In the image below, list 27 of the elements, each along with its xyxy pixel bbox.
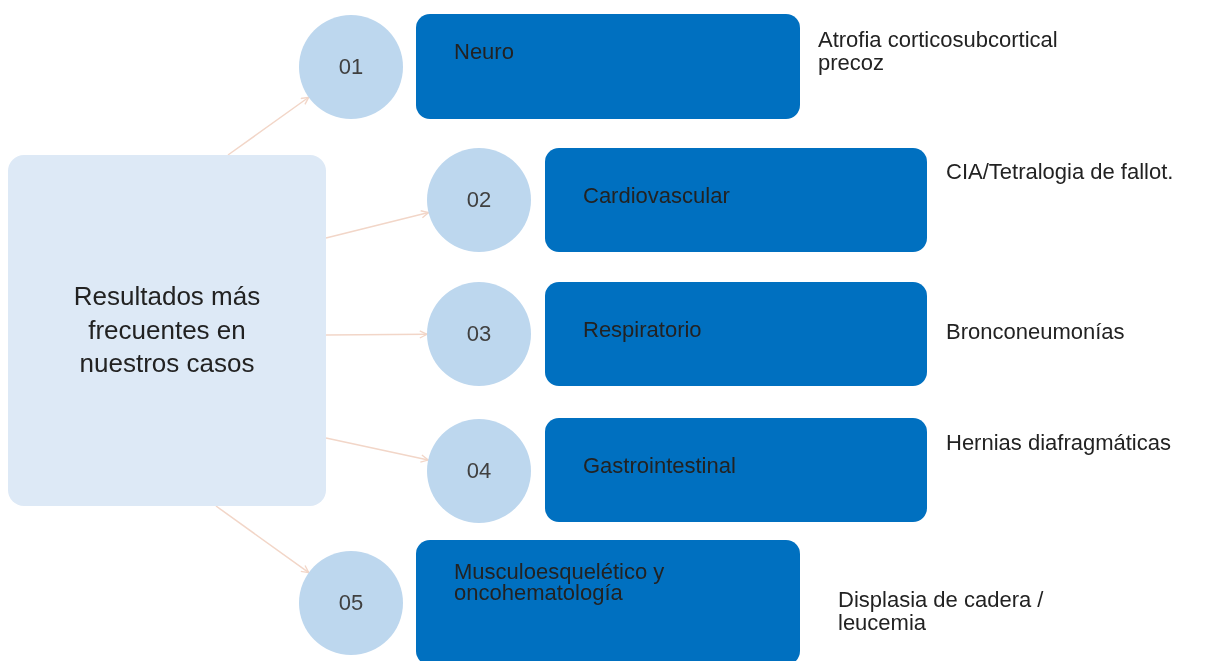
category-label: Respiratorio	[583, 319, 702, 341]
category-label: Cardiovascular	[583, 185, 730, 207]
category-box	[416, 14, 800, 119]
step-number: 02	[466, 187, 492, 213]
category-box	[545, 148, 927, 252]
step-number: 03	[466, 321, 492, 347]
step-number: 05	[338, 590, 364, 616]
finding-text: Displasia de cadera / leucemia	[838, 588, 1045, 635]
category-label: Gastrointestinal	[583, 455, 736, 477]
finding-text: Bronconeumonías	[946, 320, 1126, 344]
arrow	[325, 437, 429, 463]
step-number: 04	[466, 458, 492, 484]
category-box	[416, 540, 800, 661]
summary-text: Resultados más frecuentes en nuestros casos	[72, 279, 262, 381]
category-label: Neuro	[454, 42, 514, 63]
arrow	[325, 210, 430, 239]
finding-text: Atrofia corticosubcortical precoz	[818, 28, 1059, 75]
finding-text: CIA/Tetralogia de fallot.	[946, 160, 1175, 184]
arrow	[215, 505, 310, 574]
category-box	[545, 282, 927, 386]
category-label: Musculoesquelético y oncohematología	[454, 561, 666, 604]
step-number: 01	[338, 54, 364, 80]
category-box	[545, 418, 927, 522]
summary-box	[8, 155, 326, 506]
arrow	[227, 96, 310, 156]
finding-text: Hernias diafragmáticas	[946, 431, 1172, 455]
arrow	[325, 330, 428, 339]
